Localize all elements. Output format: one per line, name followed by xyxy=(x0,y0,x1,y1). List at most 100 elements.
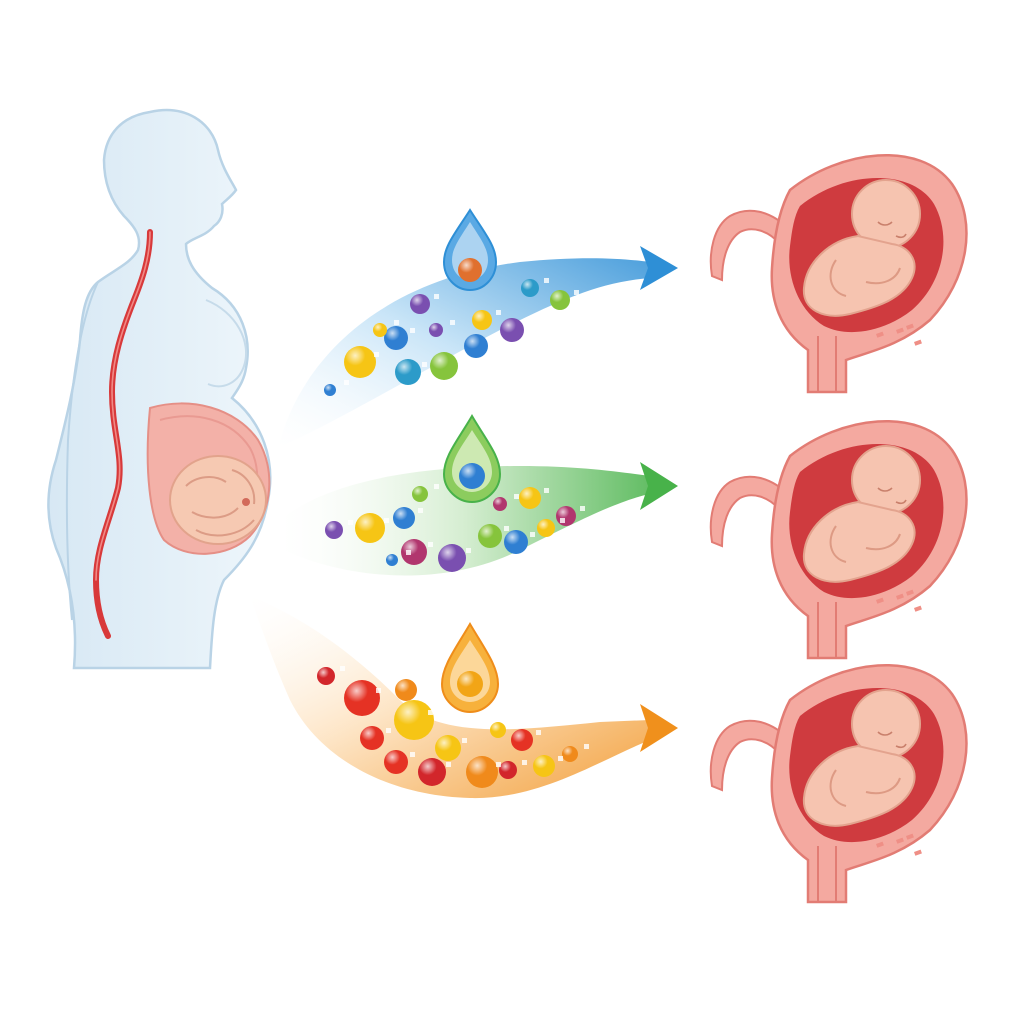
fetus-body xyxy=(802,744,916,827)
fetus xyxy=(802,179,921,317)
fetus xyxy=(802,445,921,583)
cervix xyxy=(817,602,837,658)
nutrient-particle-shine xyxy=(500,318,524,342)
stream-orange xyxy=(250,596,678,799)
sparkle xyxy=(512,720,517,725)
sparkle xyxy=(406,550,411,555)
sparkle xyxy=(496,762,501,767)
blue-drop-icon xyxy=(442,208,498,292)
stream-orange-arrow xyxy=(640,704,678,752)
sparkle xyxy=(490,336,495,341)
nutrient-particle-shine xyxy=(464,334,488,358)
fetus-leg xyxy=(865,267,901,285)
nutrient-particle-shine xyxy=(435,735,461,761)
nutrient-particle-shine xyxy=(395,359,421,385)
sparkle xyxy=(384,518,389,523)
fetus-mouth xyxy=(895,499,907,505)
stream-green-arrow xyxy=(640,462,678,510)
fetus-body xyxy=(802,234,916,317)
sparkle xyxy=(420,680,425,685)
sparkle xyxy=(514,494,519,499)
sparkle xyxy=(458,356,463,361)
sparkle xyxy=(428,542,433,547)
stream-green xyxy=(280,414,678,576)
sparkle xyxy=(446,762,451,767)
nutrient-particle-shine xyxy=(394,700,434,740)
nutrient-particle-shine xyxy=(324,384,336,396)
mother-body xyxy=(47,108,272,670)
nutrient-particle-shine xyxy=(490,722,506,738)
nutrient-particle-shine xyxy=(511,729,533,751)
nutrient-particle-shine xyxy=(384,750,408,774)
stream-orange-particles xyxy=(317,666,589,788)
fetus-eye xyxy=(877,731,893,736)
green-drop-icon xyxy=(442,414,502,504)
nutrient-particle-shine xyxy=(472,310,492,330)
sparkle xyxy=(410,752,415,757)
tissue-fragment xyxy=(906,589,914,596)
sparkle xyxy=(544,278,549,283)
nutrient-particle-shine xyxy=(344,346,376,378)
nutrient-particle-shine xyxy=(533,755,555,777)
sparkle xyxy=(428,710,433,715)
nutrient-particle-shine xyxy=(478,524,502,548)
nutrient-particle-shine xyxy=(537,519,555,537)
sparkle xyxy=(394,320,399,325)
sparkle xyxy=(496,310,501,315)
fetus-leg xyxy=(865,777,901,795)
sparkle xyxy=(574,290,579,295)
nutrient-particle-shine xyxy=(401,539,427,565)
sparkle xyxy=(466,548,471,553)
nutrient-particle-shine xyxy=(438,544,466,572)
fetus-eye xyxy=(877,221,893,226)
nutrient-particle-shine xyxy=(429,323,443,337)
sparkle xyxy=(544,488,549,493)
tissue-fragment xyxy=(876,841,884,848)
uterus-2 xyxy=(709,419,968,660)
mother-figure xyxy=(47,108,272,670)
sparkle xyxy=(418,508,423,513)
nutrient-particle-shine xyxy=(386,554,398,566)
sparkle xyxy=(450,320,455,325)
sparkle xyxy=(374,352,379,357)
sparkle xyxy=(536,730,541,735)
sparkle xyxy=(434,294,439,299)
nutrient-particle-shine xyxy=(562,746,578,762)
sparkle xyxy=(504,526,509,531)
nutrient-particle-shine xyxy=(412,486,428,502)
fetus-eye xyxy=(877,487,893,492)
nutrient-particle-shine xyxy=(499,761,517,779)
sparkle xyxy=(584,744,589,749)
nutrient-particle-shine xyxy=(384,326,408,350)
nutrient-particle-shine xyxy=(393,507,415,529)
fetus-arm xyxy=(829,769,847,807)
fetus-leg xyxy=(865,533,901,551)
fetus-arm xyxy=(829,259,847,297)
mother-breast xyxy=(205,299,247,388)
sparkle xyxy=(386,728,391,733)
nutrient-particle-shine xyxy=(550,290,570,310)
tissue-fragment xyxy=(896,593,904,600)
stream-orange-band xyxy=(250,596,650,799)
uterus-1 xyxy=(709,153,968,394)
sparkle xyxy=(422,362,427,367)
stream-blue xyxy=(278,208,678,448)
stream-green-band xyxy=(280,466,650,576)
sparkle xyxy=(410,328,415,333)
sparkle xyxy=(348,520,353,525)
stream-blue-arrow xyxy=(640,246,678,290)
fetus-mouth xyxy=(895,743,907,749)
tissue-fragment xyxy=(876,597,884,604)
tissue-fragment xyxy=(906,833,914,840)
fetus xyxy=(802,689,921,827)
fallopian-tube xyxy=(709,719,792,792)
sparkle xyxy=(522,760,527,765)
sparkle xyxy=(580,506,585,511)
orange-drop-icon xyxy=(440,622,500,714)
sparkle xyxy=(558,756,563,761)
nutrient-particle-shine xyxy=(355,513,385,543)
cervix xyxy=(817,846,837,902)
nutrient-particle-shine xyxy=(418,758,446,786)
